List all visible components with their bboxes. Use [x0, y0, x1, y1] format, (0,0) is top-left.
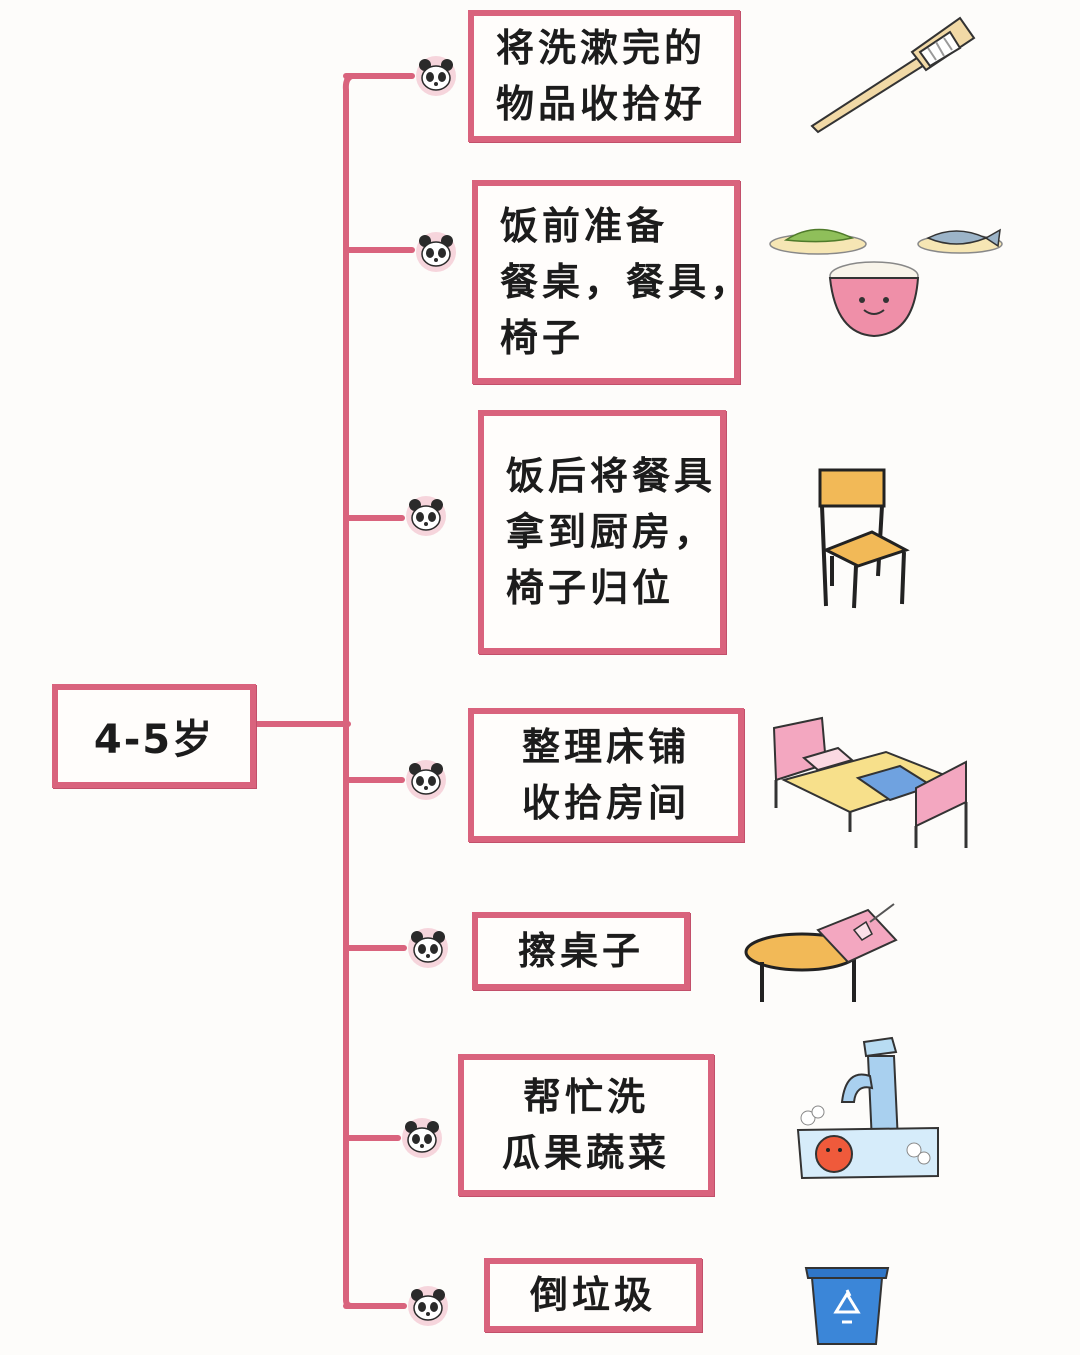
faucet-washing-fruit-icon: [796, 1036, 939, 1180]
task-2-line-2: 餐桌，餐具，: [500, 260, 753, 304]
task-4-line-1: 整理床铺: [521, 725, 690, 769]
bed-icon: [772, 716, 968, 848]
task-7-line-1: 倒垃圾: [529, 1273, 656, 1317]
task-box-3: 饭后将餐具 拿到厨房， 椅子归位: [478, 410, 726, 654]
recycle-bin-icon: [804, 1267, 890, 1345]
task-box-2: 饭前准备 餐桌，餐具， 椅子: [472, 180, 748, 384]
task-box-1: 将洗漱完的 物品收拾好: [468, 10, 740, 142]
task-3-line-1: 饭后将餐具: [506, 454, 717, 498]
task-box-4: 整理床铺 收拾房间: [468, 708, 744, 842]
task-4-line-2: 收拾房间: [521, 781, 690, 825]
task-5-line-1: 擦桌子: [517, 929, 644, 973]
panda-icon: [408, 1286, 448, 1326]
panda-icon: [406, 760, 446, 800]
chair-icon: [818, 468, 910, 609]
panda-icon: [416, 232, 456, 272]
task-3-line-2: 拿到厨房，: [506, 510, 717, 554]
task-box-5: 擦桌子: [472, 912, 690, 990]
wiping-table-icon: [744, 903, 898, 1002]
panda-icon: [402, 1118, 442, 1158]
root-label: 4-5岁: [93, 717, 215, 763]
spine-line: [342, 73, 355, 1309]
task-3-line-3: 椅子归位: [506, 566, 675, 610]
toothbrush-icon: [810, 16, 976, 134]
task-2-line-1: 饭前准备: [500, 204, 669, 248]
task-box-6: 帮忙洗 瓜果蔬菜: [458, 1054, 714, 1196]
root-node-age-range: 4-5岁: [52, 684, 256, 788]
panda-icon: [416, 56, 456, 96]
panda-icon: [408, 928, 448, 968]
task-1-line-1: 将洗漱完的: [496, 26, 707, 70]
task-box-7: 倒垃圾: [484, 1258, 702, 1332]
task-6-line-2: 瓜果蔬菜: [501, 1131, 670, 1175]
task-2-line-3: 椅子: [500, 316, 585, 360]
meal-bowl-icon: [769, 228, 1003, 338]
task-1-line-2: 物品收拾好: [496, 82, 707, 126]
task-6-line-1: 帮忙洗: [522, 1075, 649, 1119]
panda-icon: [406, 496, 446, 536]
